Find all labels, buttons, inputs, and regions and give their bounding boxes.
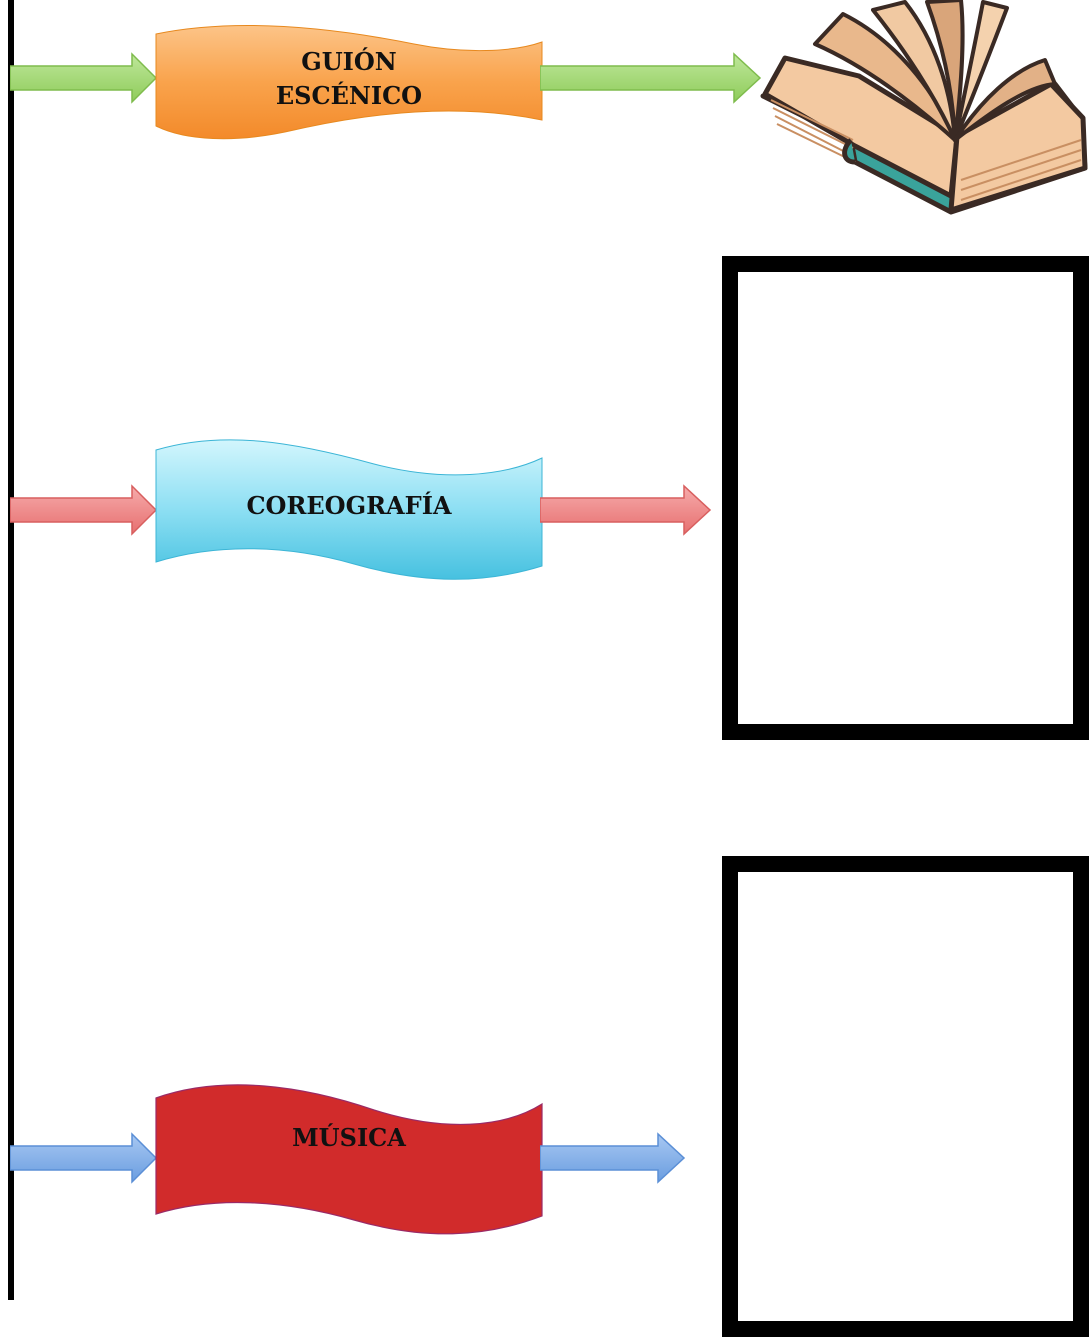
output-arrow-guion: [540, 52, 762, 104]
output-arrow-musica: [540, 1132, 686, 1184]
banner-coreografia[interactable]: [154, 434, 544, 586]
banner-musica-label: MÚSICA: [292, 1123, 406, 1152]
open-book-icon: [760, 0, 1088, 215]
empty-box-coreografia: [722, 256, 1089, 740]
banner-coreografia-label: COREOGRAFÍA: [246, 491, 452, 520]
input-arrow-coreografia: [10, 484, 158, 536]
output-arrow-coreografia: [540, 484, 712, 536]
input-arrow-guion: [10, 52, 158, 104]
banner-guion-label: GUIÓN ESCÉNICO: [275, 47, 423, 110]
empty-box-musica: [722, 856, 1089, 1337]
input-arrow-musica: [10, 1132, 158, 1184]
banner-musica[interactable]: [154, 1078, 544, 1242]
timeline-line: [8, 0, 14, 1300]
